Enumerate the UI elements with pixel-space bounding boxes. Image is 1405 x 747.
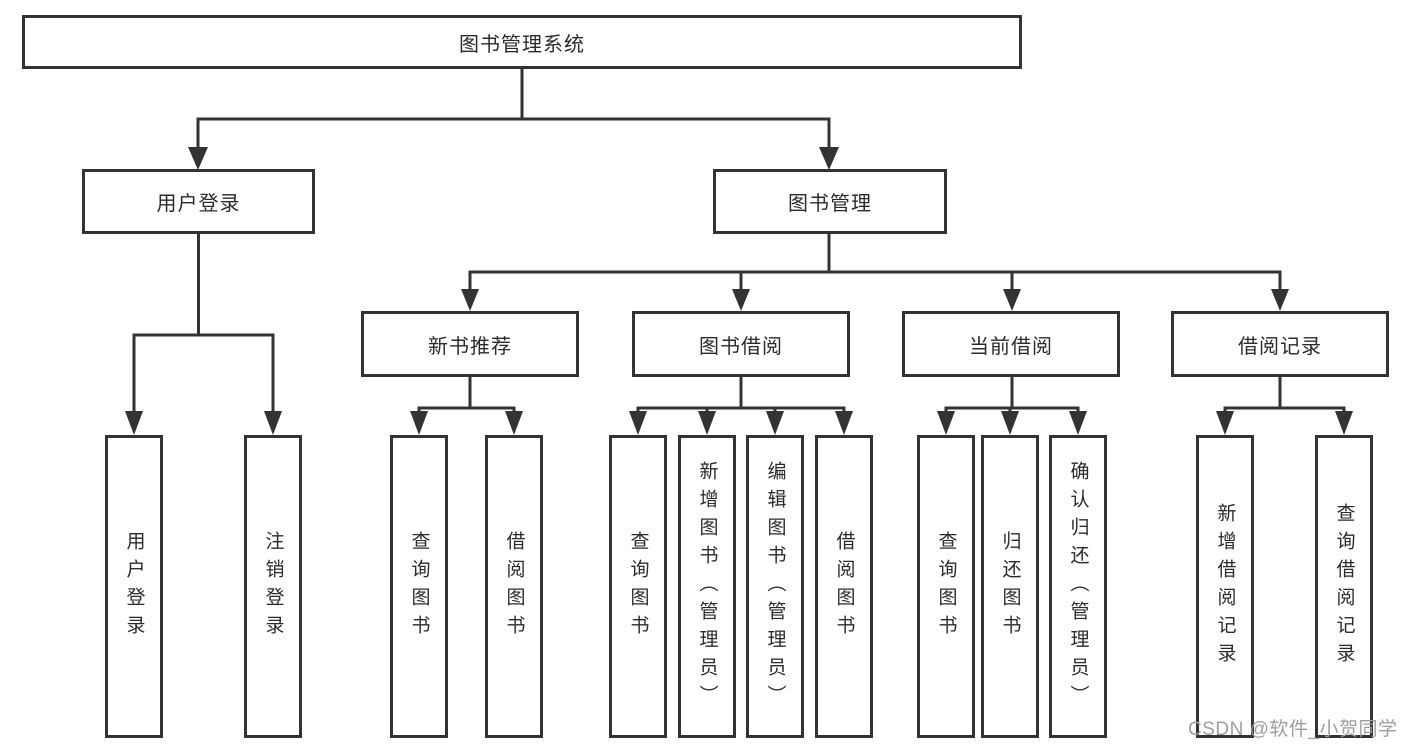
node-new-book-recommendation: 新书推荐 xyxy=(361,311,579,377)
node-library-management-system: 图书管理系统 xyxy=(22,15,1022,69)
leaf-edit-books-admin: 编辑图书（管理员） xyxy=(746,435,804,738)
leaf-logout: 注销登录 xyxy=(244,435,302,738)
leaf-add-books-admin: 新增图书（管理员） xyxy=(678,435,736,738)
leaf-user-login: 用户登录 xyxy=(105,435,163,738)
leaf-confirm-return-admin: 确认归还（管理员） xyxy=(1049,435,1107,738)
leaf-borrow-books: 借阅图书 xyxy=(815,435,873,738)
node-borrowing-records: 借阅记录 xyxy=(1171,311,1389,377)
leaf-query-books-recommend: 查询图书 xyxy=(390,435,448,738)
node-book-borrowing: 图书借阅 xyxy=(632,311,850,377)
leaf-borrow-books-recommend: 借阅图书 xyxy=(485,435,543,738)
leaf-return-books: 归还图书 xyxy=(981,435,1039,738)
node-book-management: 图书管理 xyxy=(713,169,947,234)
leaf-add-borrow-record: 新增借阅记录 xyxy=(1196,435,1254,738)
csdn-watermark: CSDN @软件_小贺同学 xyxy=(1188,719,1398,740)
leaf-query-books-current: 查询图书 xyxy=(917,435,975,738)
leaf-query-books-borrow: 查询图书 xyxy=(609,435,667,738)
node-user-login: 用户登录 xyxy=(82,169,315,234)
node-current-borrowing: 当前借阅 xyxy=(902,311,1120,377)
leaf-query-borrow-record: 查询借阅记录 xyxy=(1315,435,1373,738)
